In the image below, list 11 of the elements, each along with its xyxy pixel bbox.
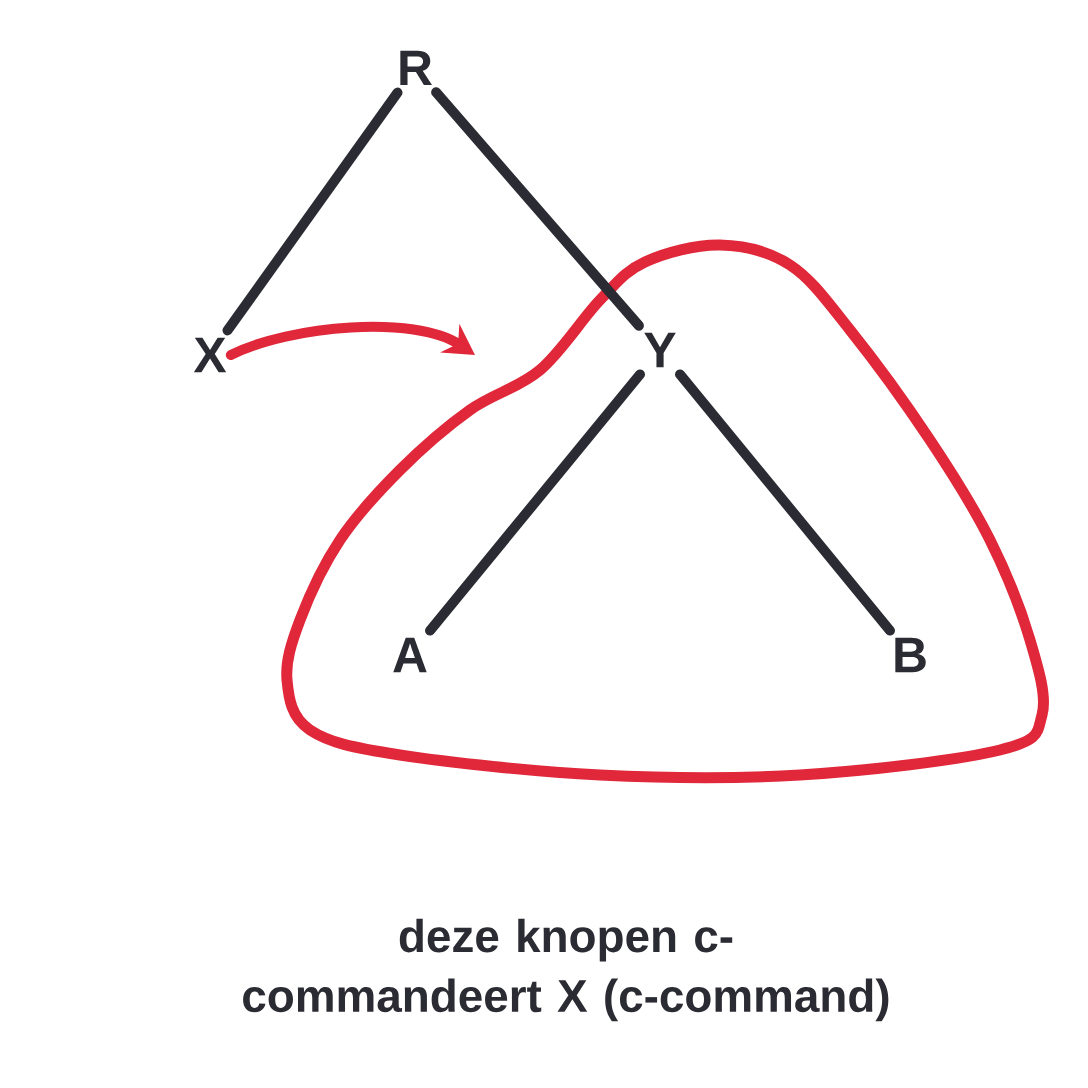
tree-branch (675, 369, 895, 636)
tree-node-label: A (393, 637, 427, 673)
tree-node-label: R (400, 50, 432, 86)
tree-branch (425, 369, 645, 636)
tree-node-label: B (895, 637, 926, 673)
enclosing-loop (281, 239, 1049, 784)
tree-branch (222, 87, 403, 336)
caption: deze knopen c-commandeert X (c-command) (243, 918, 889, 1022)
tree-node-label: X (193, 337, 227, 373)
tree-branch (431, 87, 644, 331)
tree-node-label: Y (644, 332, 676, 368)
